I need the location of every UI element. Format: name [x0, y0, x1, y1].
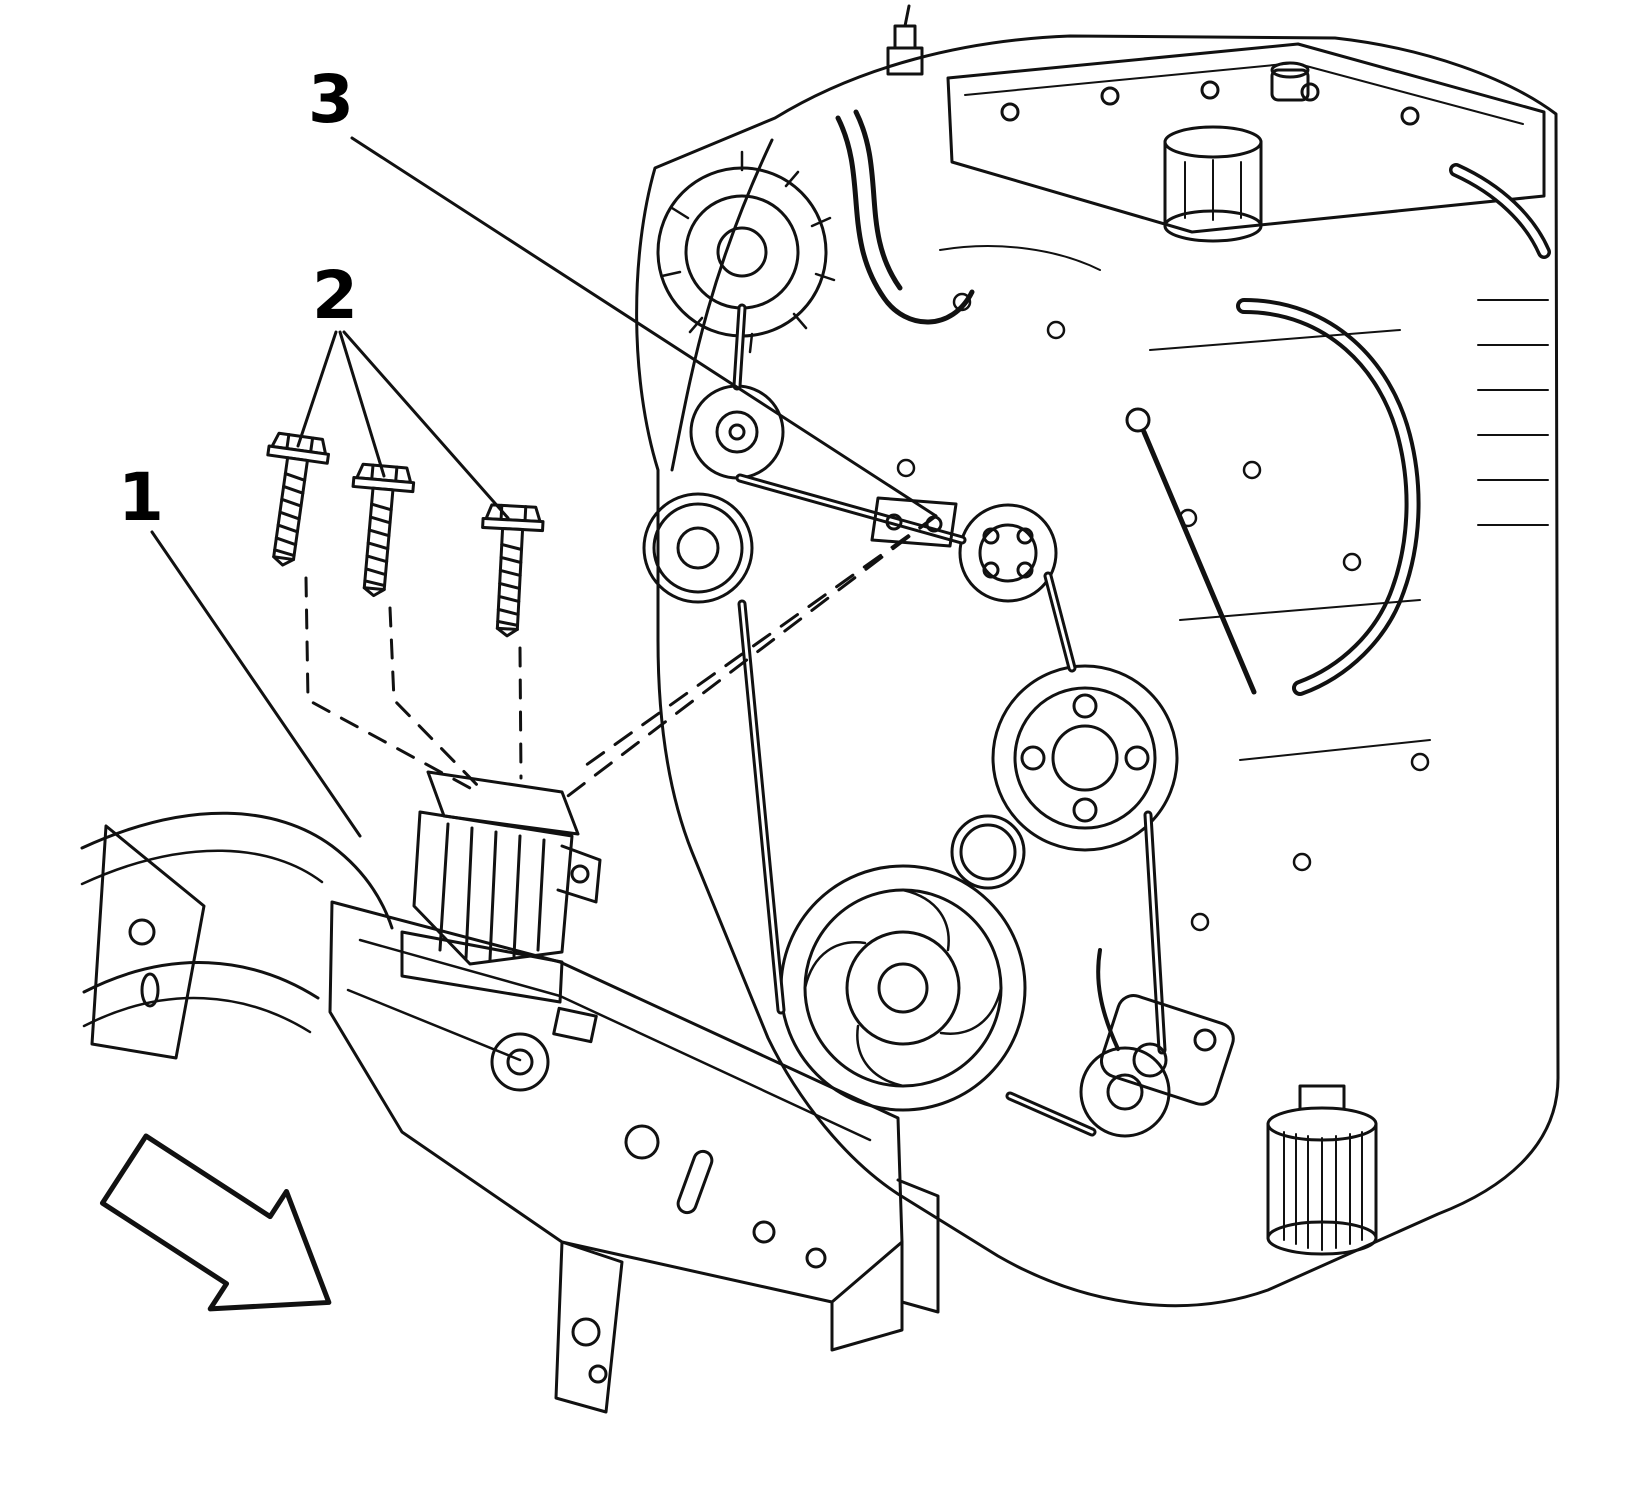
frame-crossmember: [80, 811, 940, 1414]
mount-bolt-2: [342, 462, 417, 600]
crankshaft-pulley: [779, 864, 1027, 1112]
engine-mount-lug: [556, 844, 602, 904]
mount-bolts: [251, 430, 546, 794]
block-ribs: [1477, 299, 1549, 526]
direction-arrow: [99, 1133, 332, 1312]
callout-1-leader: [150, 530, 362, 838]
filler-cap: [1270, 61, 1310, 102]
wiring-harness: [835, 4, 975, 325]
callouts: 1 2 3: [118, 61, 938, 838]
callout-1-label: 1: [118, 459, 164, 536]
frame-left-bracket: [90, 824, 206, 1060]
ac-compressor: [1100, 994, 1235, 1106]
engine-mount: [400, 770, 602, 1004]
mount-bolt-3: [475, 502, 546, 639]
frame-lower-tab: [554, 1178, 940, 1414]
oil-filter: [1266, 1084, 1378, 1256]
callout-3-leader: [350, 136, 938, 518]
water-pump-pulley: [991, 664, 1179, 852]
belt-tensioner: [1079, 948, 1171, 1138]
engine-outline: [635, 34, 1560, 1308]
bolt-alignment-dashes: [304, 576, 523, 794]
alternator-fins: [660, 150, 836, 354]
front-cover-edge: [670, 138, 774, 472]
idler-pulley-center: [958, 503, 1058, 603]
engine-mount-fins: [438, 822, 546, 962]
coolant-hose: [1236, 163, 1551, 696]
callout-3-hidden-leader: [558, 514, 938, 804]
mount-bolt-1: [251, 430, 332, 571]
block-detail-lines: [939, 245, 1431, 761]
engine-assembly: [635, 4, 1560, 1308]
engine-bolt-heads: [896, 292, 1430, 932]
fuel-filter-canister: [1163, 125, 1263, 243]
dipstick-tube: [1125, 407, 1257, 695]
callout-2-label: 2: [312, 257, 358, 334]
callout-3-label: 3: [308, 61, 354, 138]
idler-ring: [950, 814, 1026, 890]
serpentine-belt: [732, 303, 1167, 1137]
grooved-pulley-left: [642, 492, 754, 604]
alternator: [656, 150, 836, 354]
callout-2-leader: [296, 330, 510, 520]
idler-pulley-upper: [689, 384, 785, 480]
